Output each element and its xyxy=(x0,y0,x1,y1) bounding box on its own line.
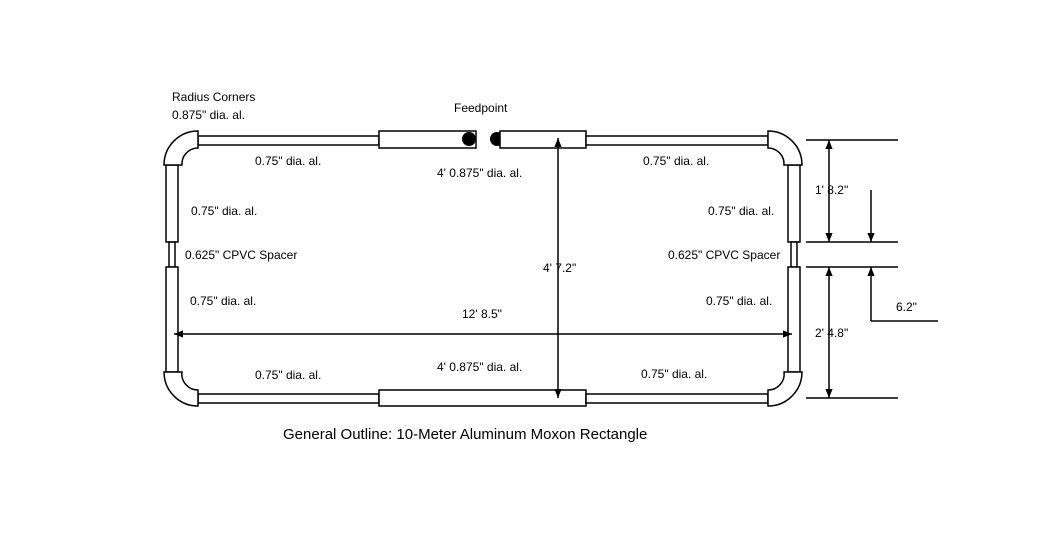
upper-tail-label: 1' 8.2" xyxy=(815,183,848,197)
bottom-center-tube xyxy=(378,389,587,407)
corner-bottom-left xyxy=(163,371,199,407)
right-spacer-label: 0.625" CPVC Spacer xyxy=(668,248,780,262)
left-upper-tube xyxy=(165,164,179,243)
right-upper-tube-label: 0.75" dia. al. xyxy=(708,204,774,218)
feedpoint-label: Feedpoint xyxy=(454,101,508,115)
caption: General Outline: 10-Meter Aluminum Moxon… xyxy=(283,426,647,443)
top-left-center-tube xyxy=(378,130,477,149)
corner-dia-label: 0.875" dia. al. xyxy=(172,108,245,122)
bottom-center-tube-label: 4' 0.875" dia. al. xyxy=(437,360,522,374)
right-spacer xyxy=(790,241,798,268)
right-lower-tube xyxy=(787,266,801,373)
left-upper-tube-label: 0.75" dia. al. xyxy=(191,204,257,218)
feedpoint-left-terminal xyxy=(462,132,476,146)
bottom-right-tube-label: 0.75" dia. al. xyxy=(641,367,707,381)
corner-bottom-right xyxy=(767,371,803,407)
top-center-tube-label: 4' 0.875" dia. al. xyxy=(437,166,522,180)
top-left-tube xyxy=(197,135,380,146)
top-right-tube-label: 0.75" dia. al. xyxy=(643,154,709,168)
radius-corners-label: Radius Corners xyxy=(172,90,255,104)
bottom-left-tube-label: 0.75" dia. al. xyxy=(255,368,321,382)
top-right-tube xyxy=(585,135,769,146)
top-right-center-tube xyxy=(499,130,587,149)
right-upper-tube xyxy=(787,164,801,243)
corner-top-right xyxy=(767,130,803,166)
height-dimension-label: 4' 7.2" xyxy=(543,261,576,275)
lower-tail-label: 2' 4.8" xyxy=(815,326,848,340)
corner-top-left xyxy=(163,130,199,166)
bottom-right-tube xyxy=(585,393,769,404)
width-dimension-label: 12' 8.5" xyxy=(462,307,502,321)
bottom-left-tube xyxy=(197,393,380,404)
right-lower-tube-label: 0.75" dia. al. xyxy=(706,294,772,308)
left-spacer-label: 0.625" CPVC Spacer xyxy=(185,248,297,262)
left-lower-tube-label: 0.75" dia. al. xyxy=(190,294,256,308)
top-left-tube-label: 0.75" dia. al. xyxy=(255,154,321,168)
left-lower-tube xyxy=(165,266,179,373)
left-spacer xyxy=(168,241,176,268)
gap-label: 6.2" xyxy=(896,300,917,314)
